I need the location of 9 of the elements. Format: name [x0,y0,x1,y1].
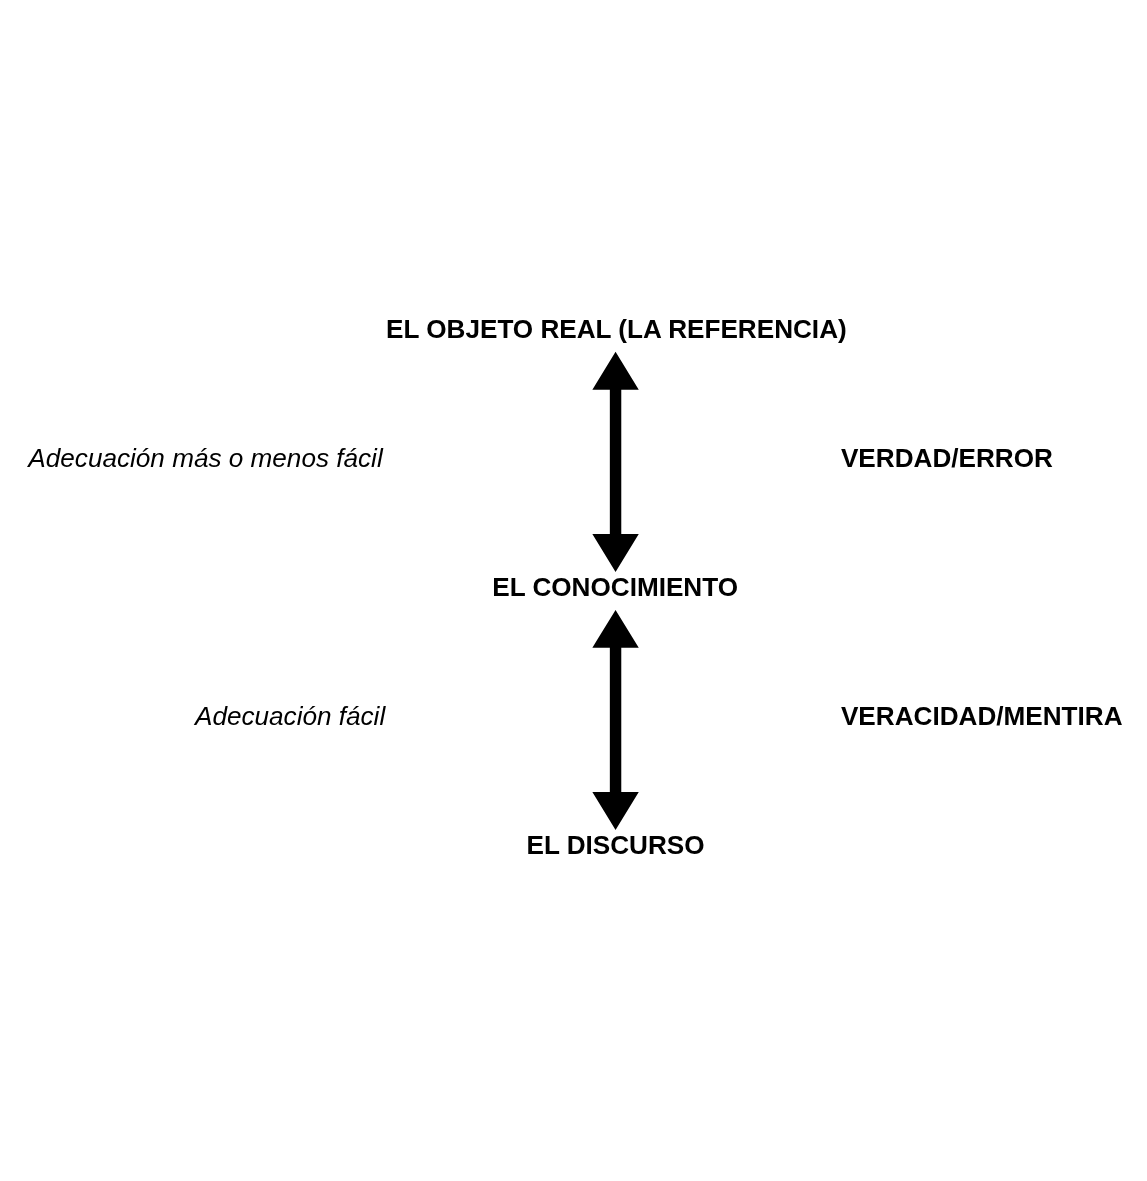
label: VERACIDAD/MENTIRA [840,700,1123,731]
label: Adecuación fácil [194,700,386,731]
arrow [592,609,639,830]
label: VERDAD/ERROR [840,442,1053,473]
node-text: EL OBJETO REAL (LA REFERENCIA) [386,313,847,344]
node-text: EL DISCURSO [526,829,705,860]
label: Adecuación más o menos fácil [28,442,383,473]
node-text: EL CONOCIMIENTO [492,571,739,602]
arrow [592,351,639,572]
